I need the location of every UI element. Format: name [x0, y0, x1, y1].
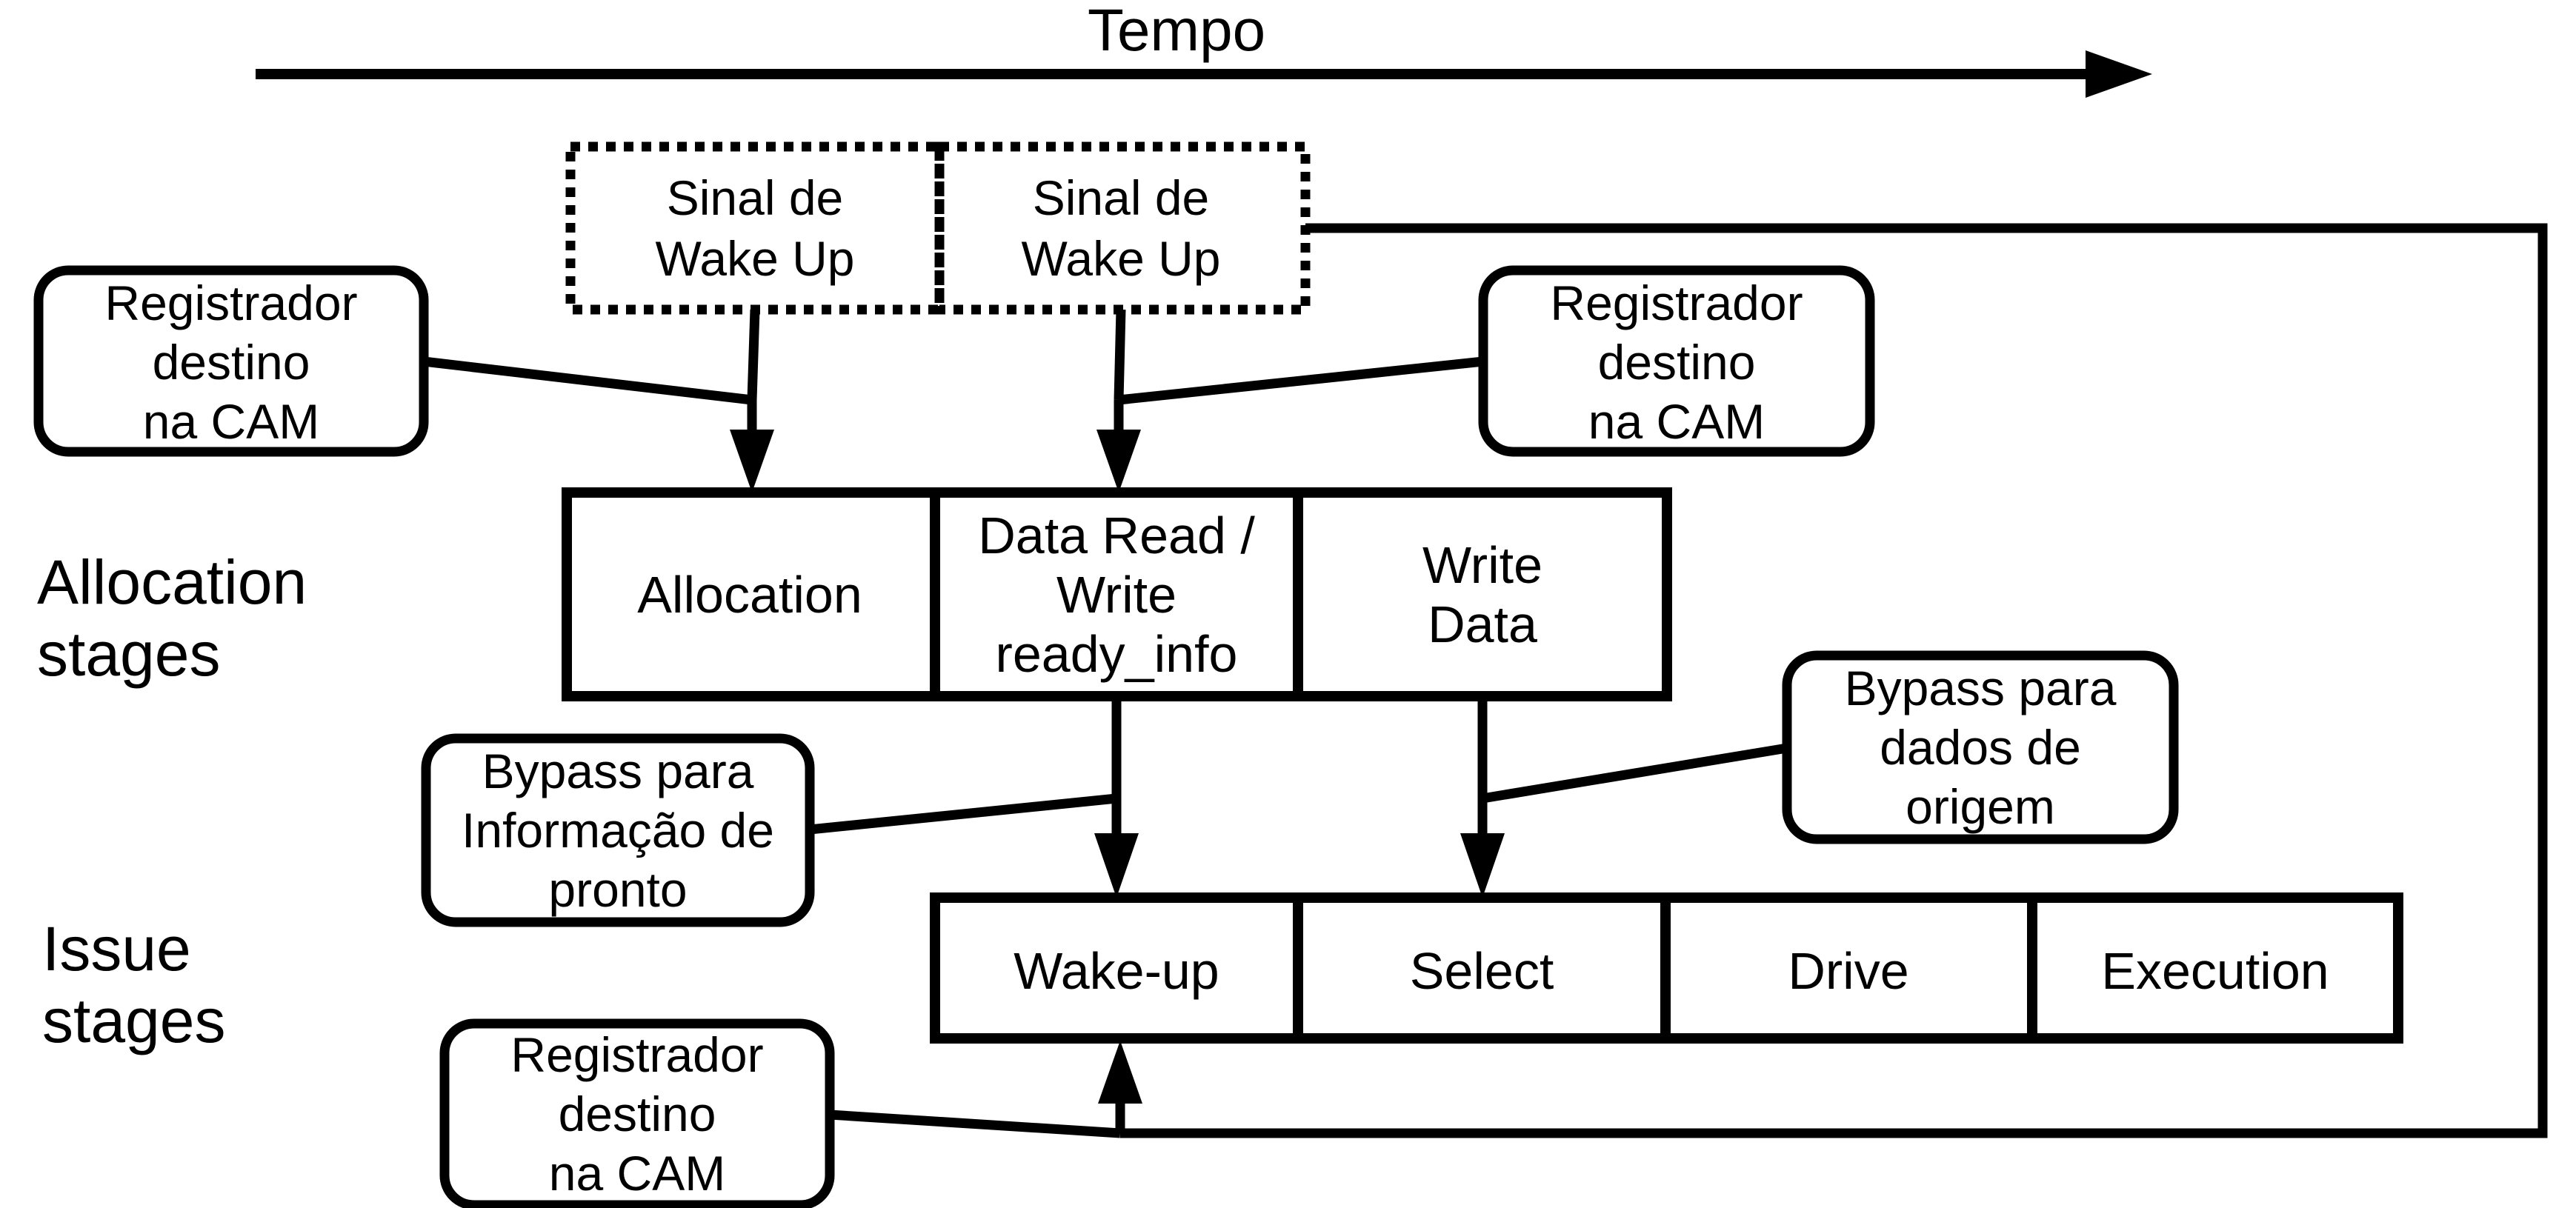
arrowhead [1094, 833, 1139, 898]
svg-text:origem: origem [1906, 779, 2055, 834]
allocation-row-label: Allocation stages [37, 547, 307, 689]
svg-text:destino: destino [559, 1087, 716, 1141]
stage-allocation: Allocation [637, 566, 862, 624]
dest-register-callout: Registrador destino na CAM [1478, 265, 1875, 457]
svg-text:Data: Data [1428, 595, 1537, 653]
svg-text:stages: stages [37, 619, 221, 689]
callout-connector [423, 356, 753, 405]
wakeup-signal-box: Sinal de Wake Up [934, 141, 1311, 315]
callout-connector [1481, 743, 1788, 804]
svg-text:Sinal de: Sinal de [667, 170, 844, 225]
issue-stages: Wake-up Select Drive Execution [930, 892, 2403, 1044]
time-axis-arrowhead [2086, 50, 2152, 98]
arrowhead [730, 430, 774, 493]
allocation-stages: Allocation Data Read / Write ready_info … [562, 487, 1672, 701]
svg-text:Issue: Issue [42, 914, 191, 984]
stage-drive: Drive [1788, 942, 1908, 1000]
bypass-data-callout: Bypass para dados de origem [1782, 650, 2179, 844]
stage-select: Select [1410, 942, 1554, 1000]
svg-text:na CAM: na CAM [143, 394, 319, 449]
stage-execution: Execution [2101, 942, 2329, 1000]
callout-connector [1118, 356, 1484, 405]
svg-text:destino: destino [1598, 335, 1756, 390]
wakeup-arrow [1114, 309, 1126, 401]
stage-write-data: Write [1422, 536, 1542, 594]
svg-text:Registrador: Registrador [510, 1027, 763, 1082]
arrowhead [1096, 430, 1141, 493]
svg-text:dados de: dados de [1880, 720, 2081, 775]
svg-text:destino: destino [153, 335, 310, 390]
svg-text:Wake Up: Wake Up [656, 231, 855, 286]
svg-text:na CAM: na CAM [549, 1146, 725, 1201]
svg-text:pronto: pronto [548, 862, 687, 917]
svg-text:Sinal de: Sinal de [1033, 170, 1210, 225]
svg-text:Write: Write [1056, 566, 1176, 624]
svg-text:na CAM: na CAM [1588, 394, 1765, 449]
dest-register-callout: Registrador destino na CAM [33, 265, 429, 457]
svg-text:Bypass para: Bypass para [1845, 661, 2117, 715]
feedback-loop-line [1120, 223, 2548, 1138]
wakeup-arrow [747, 309, 760, 401]
svg-text:Wake Up: Wake Up [1022, 231, 1221, 286]
arrowhead [1098, 1041, 1142, 1104]
time-axis-label: Tempo [1088, 0, 1265, 63]
dest-register-callout: Registrador destino na CAM [439, 1018, 835, 1208]
wakeup-signal-box: Sinal de Wake Up [565, 141, 945, 315]
callout-connector [829, 1109, 1121, 1138]
svg-text:Registrador: Registrador [104, 276, 357, 330]
svg-text:Allocation: Allocation [37, 547, 307, 617]
stage-wakeup: Wake-up [1014, 942, 1219, 1000]
svg-text:ready_info: ready_info [996, 625, 1238, 683]
bypass-ready-callout: Bypass para Informação de pronto [421, 733, 815, 927]
svg-text:Registrador: Registrador [1550, 276, 1803, 330]
svg-text:stages: stages [42, 986, 226, 1055]
issue-row-label: Issue stages [42, 914, 226, 1055]
stage-data-read-write: Data Read / [978, 507, 1255, 564]
callout-connector [809, 793, 1117, 835]
svg-text:Bypass para: Bypass para [482, 744, 754, 798]
arrowhead [1460, 833, 1505, 898]
svg-text:Informação de: Informação de [462, 803, 774, 858]
